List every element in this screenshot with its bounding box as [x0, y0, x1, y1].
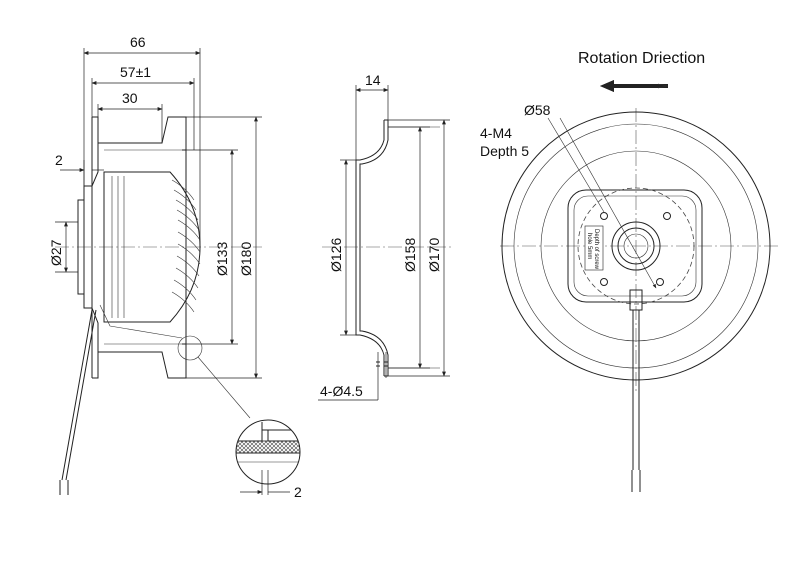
dim-outer-dia: Ø180	[186, 116, 262, 379]
mount-hole-bottom-left	[600, 278, 608, 286]
housing-top	[92, 116, 187, 151]
detail-view: 2	[235, 419, 302, 500]
dim-inner-dia: Ø133	[182, 149, 238, 345]
dim-mid-dia-label: Ø158	[402, 238, 418, 272]
dim-detail-thickness-label: 2	[294, 484, 302, 500]
dim-section-outer-dia: Ø170	[388, 119, 450, 377]
rotation-direction-label: Rotation Driection	[578, 50, 705, 67]
rotor-body	[103, 171, 201, 323]
detail-reference-circle	[177, 335, 203, 361]
front-cable	[632, 310, 640, 470]
housing-bottom	[92, 343, 187, 379]
bolt-circle	[577, 187, 695, 305]
section-profile-left	[355, 120, 385, 376]
fan-outer-rim	[501, 111, 771, 381]
side-cable	[61, 309, 97, 481]
dim-shaft-dia: Ø27	[48, 221, 78, 273]
fan-inner-rim	[513, 123, 759, 369]
fan-inlet-ring	[540, 150, 732, 342]
section-view: 14 Ø126 Ø158 Ø170 4-Ø4.5	[318, 72, 452, 401]
impeller-blades	[171, 179, 201, 313]
dim-inner-dia-label: Ø133	[214, 242, 230, 276]
thread-spec-label: 4-M4	[480, 125, 512, 141]
dim-mid-dia: Ø158	[388, 126, 430, 369]
dim-housing-width: 57±1	[91, 64, 195, 150]
dim-hub-width: 30	[97, 90, 163, 143]
section-profile-inner	[359, 120, 389, 376]
cable-wire-ends	[59, 480, 69, 495]
dim-hub-width-label: 30	[122, 90, 138, 106]
bolt-circle-dia-label: Ø58	[524, 102, 551, 118]
thread-depth-label: Depth 5	[480, 143, 529, 159]
shaft-hub	[77, 199, 85, 295]
side-view: 66 57±1 30 2 Ø27	[48, 34, 262, 495]
hub-plate	[567, 189, 703, 303]
thread-leader-line	[547, 117, 605, 213]
hub-note-line2: hole 5mm	[586, 233, 592, 259]
hub-label: Depth of screw hole 5mm	[584, 225, 604, 271]
dim-flange: 2	[55, 152, 104, 186]
mount-hole-bottom-right	[656, 278, 664, 286]
dim-section-depth-label: 14	[365, 72, 381, 88]
dim-holes: 4-Ø4.5	[318, 352, 388, 401]
dim-flange-label: 2	[55, 152, 63, 168]
front-cable-wire-ends	[631, 470, 641, 492]
housing-bottom-inner	[91, 307, 99, 352]
mount-hole-top-right	[663, 212, 671, 220]
front-view: Rotation Driection Depth of screw h	[480, 50, 778, 492]
dim-housing-width-label: 57±1	[120, 64, 151, 80]
dim-shaft-dia-label: Ø27	[48, 239, 64, 266]
bolt-circle-leader-line	[559, 117, 657, 289]
housing-top-inner	[91, 143, 99, 187]
dim-section-depth: 14	[355, 72, 389, 160]
hub-center-ring	[611, 221, 661, 271]
dim-detail-thickness: 2	[240, 470, 302, 500]
hub-note-line1: Depth of screw	[593, 229, 599, 270]
dim-section-outer-dia-label: Ø170	[426, 238, 442, 272]
rotation-arrow-icon	[600, 80, 669, 92]
mount-hole-top-left	[600, 212, 608, 220]
dim-inlet-dia-label: Ø126	[328, 238, 344, 272]
dim-inlet-dia: Ø126	[328, 159, 356, 336]
dim-overall-width-label: 66	[130, 34, 146, 50]
dim-outer-dia-label: Ø180	[238, 242, 254, 276]
rotor-ribs	[111, 176, 125, 318]
cable-grommet	[629, 289, 643, 311]
dim-holes-label: 4-Ø4.5	[320, 383, 363, 399]
